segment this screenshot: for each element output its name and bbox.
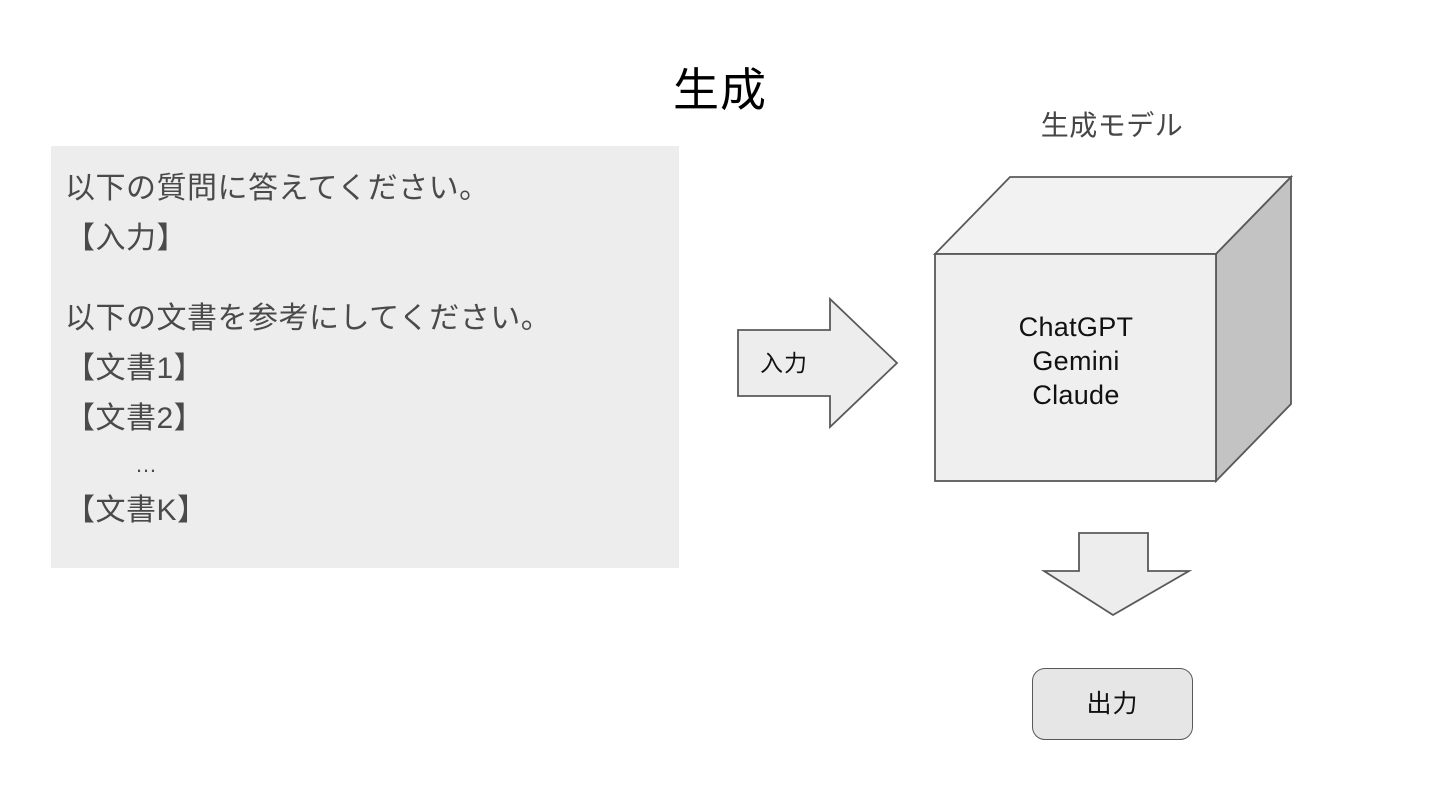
prompt-line: 【文書K】 (65, 494, 208, 527)
model-caption: 生成モデル (1040, 110, 1184, 141)
model-names: ChatGPT Gemini Claude (935, 310, 1217, 412)
prompt-line: 【文書2】 (65, 402, 205, 435)
output-arrow-icon (1038, 526, 1196, 622)
output-label: 出力 (1086, 690, 1139, 718)
prompt-line-blank (65, 264, 665, 294)
input-arrow-label: 入力 (760, 350, 808, 376)
prompt-line: 【文書1】 (65, 352, 205, 385)
prompt-line: 以下の質問に答えてください。 (65, 172, 490, 205)
prompt-line: 以下の文書を参考にしてください。 (65, 302, 552, 335)
model-name: ChatGPT (1018, 312, 1134, 342)
prompt-line: 【入力】 (65, 222, 187, 255)
model-name: Gemini (1032, 346, 1120, 376)
output-box: 出力 (1032, 668, 1193, 740)
generative-model-cube (928, 168, 1300, 490)
page-title: 生成 (673, 64, 767, 116)
prompt-box: 以下の質問に答えてください。 【入力】 以下の文書を参考にしてください。 【文書… (51, 146, 679, 568)
model-name: Claude (1032, 380, 1120, 410)
input-arrow-icon (730, 292, 905, 434)
prompt-line-ellipsis: … (135, 452, 159, 477)
